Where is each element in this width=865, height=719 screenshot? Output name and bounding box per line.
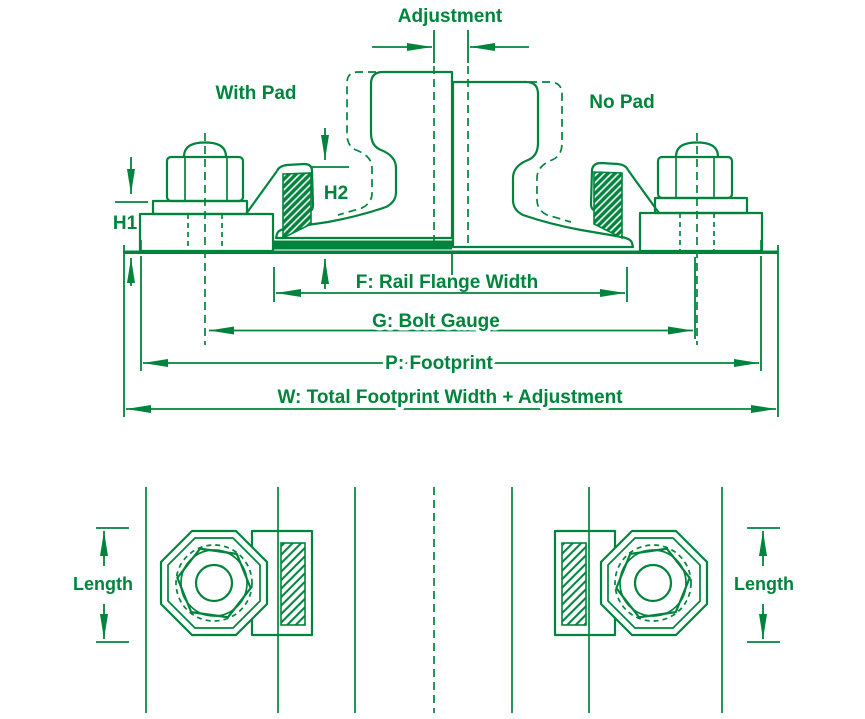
adjustment-centerlines: [433, 66, 469, 246]
left-nut-dome: [182, 141, 228, 158]
length-right-label: Length: [734, 574, 794, 594]
right-clamp-assembly: [589, 133, 764, 345]
plan-left-circle-dashed: [175, 544, 253, 622]
plan-left-clamp: [159, 529, 314, 637]
w-dimension: W: Total Footprint Width + Adjustment: [126, 384, 776, 413]
plan-right-clamp: [553, 529, 709, 637]
h1-label: H1: [113, 213, 138, 234]
plan-right-circle-dashed: [614, 544, 692, 622]
plan-right-hex-nut: [615, 547, 691, 619]
left-insulator-block: [282, 172, 312, 240]
h2-label: H2: [324, 183, 348, 204]
right-washer: [653, 196, 749, 215]
right-clip-body: [589, 161, 630, 213]
plan-left-octagon-outer: [159, 529, 269, 637]
cross-section-view: Adjustment With Pad No Pad H1 H2: [113, 6, 779, 417]
p-dimension-label: P: Footprint: [385, 353, 493, 374]
plan-left-octagon-inner: [167, 537, 261, 629]
plan-left-hex-nut: [176, 547, 252, 619]
plan-left-bolt-hole: [194, 563, 234, 603]
right-clip-arm: [627, 169, 660, 214]
rail-pad: [274, 240, 452, 250]
plan-right-bolt-hole: [633, 563, 673, 603]
left-nut-body: [165, 155, 245, 203]
extension-lines: [123, 245, 779, 417]
length-dimension-left: Length: [70, 527, 137, 643]
length-dimension-right: Length: [731, 527, 798, 643]
left-clip-arm: [245, 170, 278, 215]
g-dimension: G: Bolt Gauge: [209, 308, 693, 336]
right-nut-dome: [674, 141, 720, 158]
right-clamp-base: [638, 211, 764, 253]
right-insulator-block: [593, 171, 623, 240]
f-dimension: F: Rail Flange Width: [276, 272, 625, 297]
w-dimension-label: W: Total Footprint Width + Adjustment: [277, 387, 623, 408]
rail-profile-no-pad: [451, 80, 635, 249]
h2-dimension: H2: [311, 128, 349, 289]
f-dimension-label: F: Rail Flange Width: [356, 272, 538, 293]
right-nut-body: [656, 155, 734, 200]
left-clamp-assembly: [138, 133, 315, 345]
rail-adjusted-position-dashed: [337, 71, 572, 223]
plan-view: Length Length: [70, 487, 798, 713]
p-dimension: P: Footprint: [143, 350, 759, 378]
adjustment-label: Adjustment: [398, 6, 503, 27]
with-pad-label: With Pad: [215, 83, 296, 104]
left-clamp-base: [138, 212, 275, 253]
plan-rail-lines: [145, 487, 723, 713]
plan-left-insulator: [280, 542, 306, 626]
plan-right-octagon-inner: [607, 537, 701, 629]
h1-dimension: H1: [113, 157, 148, 286]
g-dimension-label: G: Bolt Gauge: [372, 311, 500, 332]
no-pad-label: No Pad: [589, 92, 654, 113]
base-plate: [123, 250, 778, 254]
adjustment-dimension: Adjustment: [372, 6, 529, 63]
plan-right-insulator: [561, 542, 587, 626]
length-left-label: Length: [73, 574, 133, 594]
left-washer: [151, 199, 249, 216]
